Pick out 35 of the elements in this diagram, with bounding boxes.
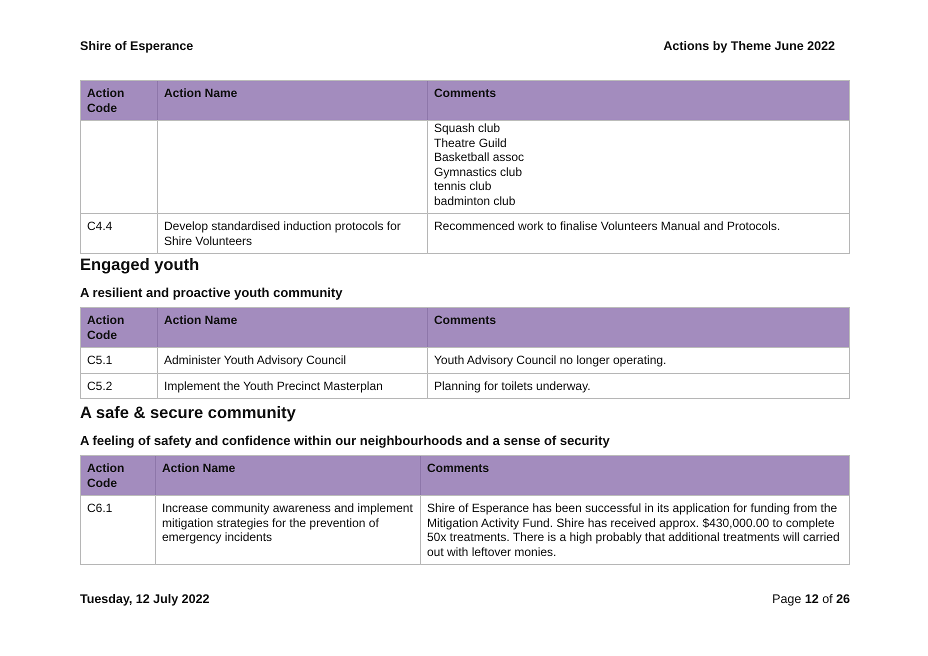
section-heading: Engaged youth [80, 256, 200, 275]
section-subheading: A feeling of safety and confidence within our neighbourhoods and a sense of security [80, 433, 610, 448]
column-header: Action Name [156, 456, 421, 495]
column-header: Action Name [158, 308, 428, 347]
column-header: Comments [428, 81, 849, 120]
list-item: tennis club [434, 179, 492, 194]
table-cell: Implement the Youth Precinct Masterplan [158, 372, 428, 398]
column-header: Action Name [158, 81, 428, 120]
table-cell: Youth Advisory Council no longer operating. [428, 347, 849, 372]
list-item: Theatre Guild [434, 136, 508, 150]
section-heading: A safe & secure community [80, 404, 296, 423]
column-header: Comments [421, 456, 849, 495]
table-cell: Planning for toilets underway. [428, 372, 849, 398]
list-item: Squash club [434, 121, 502, 136]
page-header: Shire of Esperance [80, 39, 194, 53]
table-cell: Increase community awareness and implement mitigation strategies for the prevention of emergency incidents [156, 495, 421, 564]
table-cell: Shire of Esperance has been successful in its application for funding from the Mitigation Activity Fund. Shire has received approx. $430,000.00 to complete 50x treatments. There is a high probably that additional treatments will carried out with leftover monies. [421, 495, 849, 564]
column-header: Comments [428, 308, 849, 347]
section-subheading: A resilient and proactive youth community [80, 285, 342, 300]
list-item: Basketball assoc [434, 150, 526, 164]
table-cell: Administer Youth Advisory Council [158, 347, 428, 372]
list-item: Gymnastics club [434, 164, 524, 179]
table-cell: Develop standardised induction protocols for Shire Volunteers [158, 213, 428, 253]
list-item: badminton club [434, 194, 516, 208]
table-cell: C6.1 [81, 495, 156, 564]
page-number: Page 12 of 26 [772, 592, 850, 606]
column-header: Action Code [81, 456, 156, 495]
table-cell: C5.2 [81, 372, 158, 398]
table-cell: Recommenced work to finalise Volunteers Manual and Protocols. [428, 213, 849, 253]
column-header: Action Code [81, 81, 158, 120]
table-cell: C4.4 [81, 213, 158, 253]
table-cell: C5.1 [81, 347, 158, 372]
column-header: Action Code [81, 308, 158, 347]
page-header: Actions by Theme June 2022 [663, 39, 835, 53]
footer-date: Tuesday, 12 July 2022 [80, 592, 210, 606]
